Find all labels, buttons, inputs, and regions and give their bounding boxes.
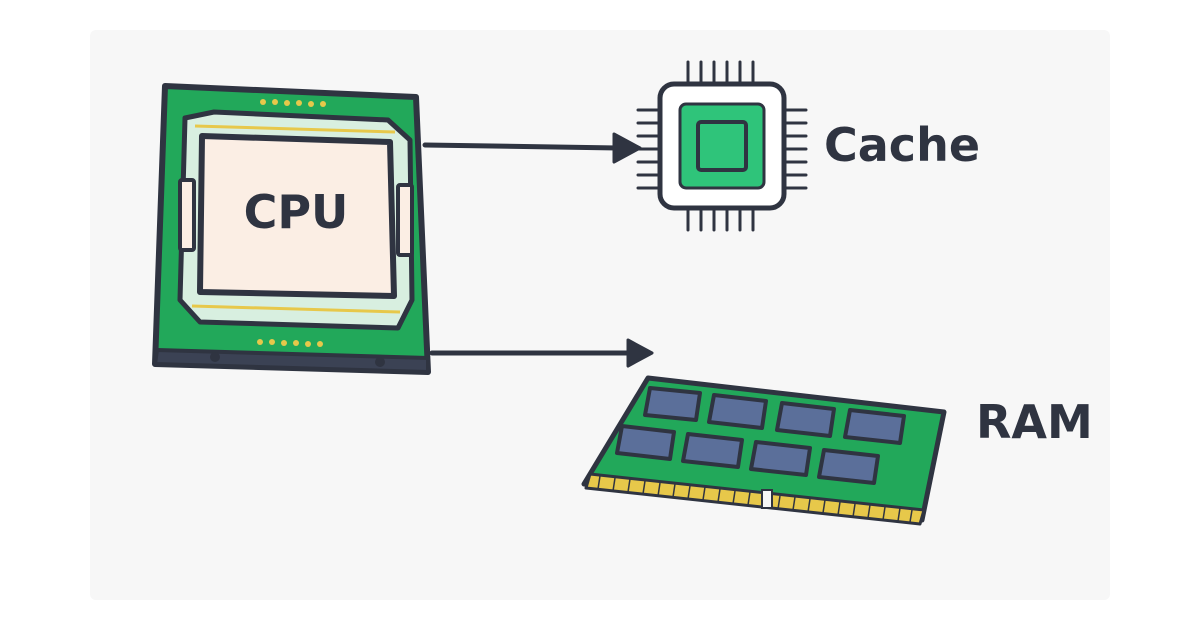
ram-label: RAM: [976, 395, 1093, 449]
cache-chip-icon: Cache: [636, 60, 980, 232]
cache-label: Cache: [824, 118, 980, 172]
arrow-to-cache: [422, 132, 642, 164]
cpu-label: CPU: [244, 185, 349, 239]
ram-module-icon: RAM: [581, 375, 1093, 526]
cpu-icon: CPU: [152, 83, 431, 375]
arrow-to-ram: [429, 338, 654, 368]
cpu-top-pads: [260, 99, 326, 107]
cpu-bottom-pads: [257, 339, 323, 347]
